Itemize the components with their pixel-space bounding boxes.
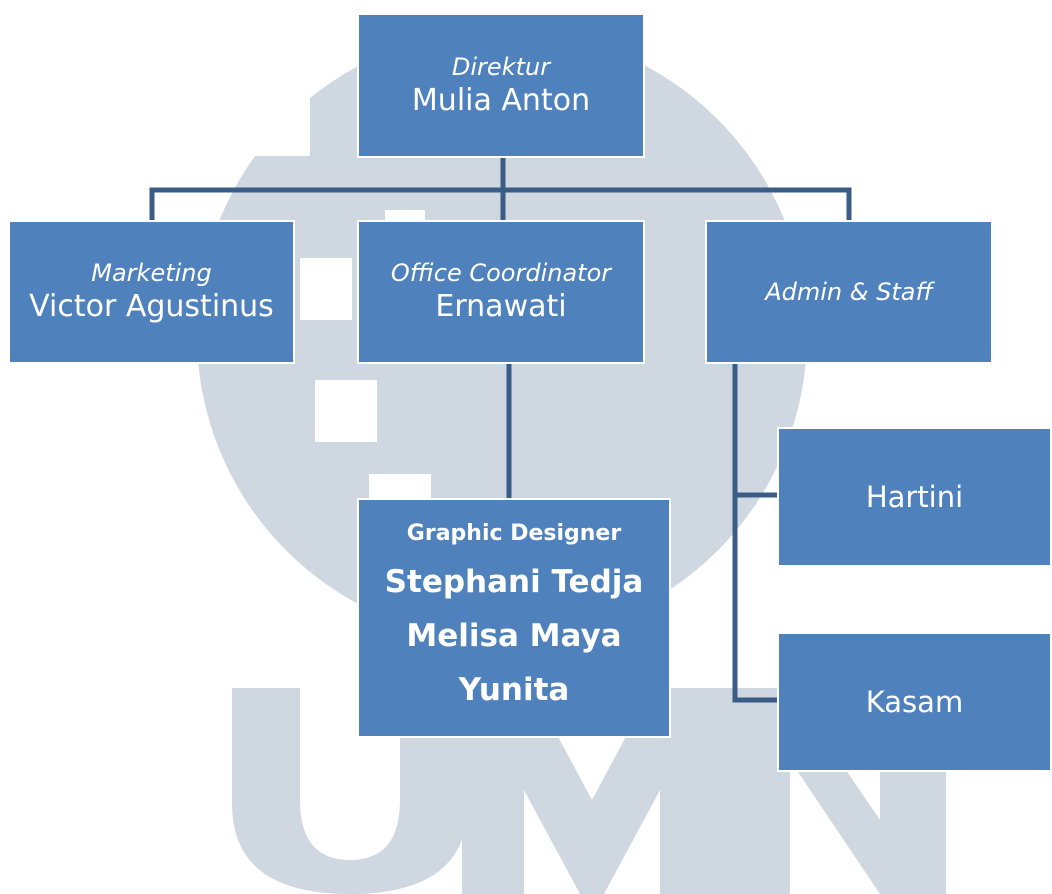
director-role: Direktur [451,52,551,81]
office-coordinator-box: Office Coordinator Ernawati [357,220,645,364]
marketing-role: Marketing [91,259,212,287]
graphic-designer-role: Graphic Designer [406,521,622,546]
marketing-name: Victor Agustinus [29,289,274,324]
staff-box-kasam: Kasam [777,632,1052,772]
staff-name-kasam: Kasam [865,685,964,719]
office-coordinator-name: Ernawati [435,289,567,324]
marketing-box: Marketing Victor Agustinus [8,220,295,364]
director-box: Direktur Mulia Anton [357,13,645,158]
director-name: Mulia Anton [411,82,591,118]
graphic-designer-name-1: Stephani Tedja [384,564,644,600]
graphic-designer-name-2: Melisa Maya [406,618,622,654]
admin-staff-box: Admin & Staff [705,220,993,364]
admin-staff-role: Admin & Staff [765,278,933,306]
graphic-designer-box: Graphic Designer Stephani Tedja Melisa M… [357,498,671,738]
graphic-designer-name-3: Yunita [458,672,570,708]
staff-box-hartini: Hartini [777,427,1052,567]
staff-name-hartini: Hartini [865,480,964,514]
office-coordinator-role: Office Coordinator [390,259,612,287]
